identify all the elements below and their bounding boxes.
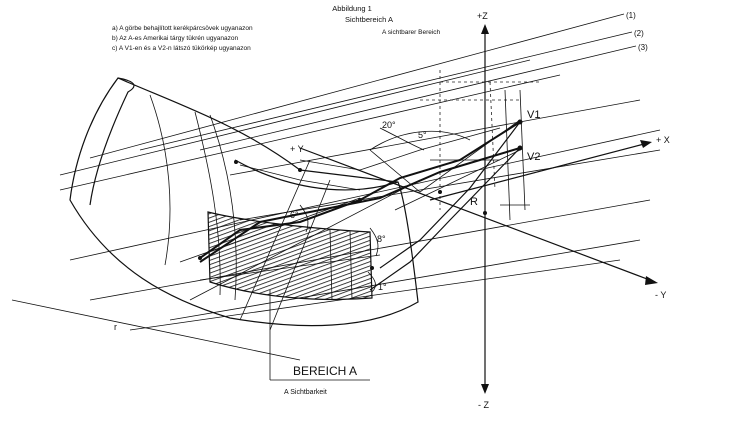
angle-label-6: 6° bbox=[290, 210, 299, 220]
z-axis-arrow-icon bbox=[481, 24, 489, 34]
dimension-label-r: r bbox=[114, 322, 117, 332]
y-axis-arrow-icon bbox=[645, 276, 658, 285]
reference-points bbox=[198, 119, 523, 270]
axis-label-z-neg: - Z bbox=[478, 400, 489, 410]
region-label: BEREICH A bbox=[293, 364, 357, 378]
axis-label-y-neg: - Y bbox=[655, 290, 666, 300]
coordinate-axes bbox=[299, 24, 658, 394]
sight-lines bbox=[11, 13, 661, 361]
line-label-2: (2) bbox=[634, 29, 644, 38]
angle-label-1: 1° bbox=[378, 282, 387, 292]
axis-label-x-pos: + X bbox=[656, 135, 670, 145]
x-axis-arrow-icon bbox=[640, 140, 652, 148]
figure-subtitle: Sichtbereich A bbox=[345, 15, 393, 24]
figure-title: Abbildung 1 bbox=[332, 4, 372, 13]
angle-label-5: 5° bbox=[418, 130, 427, 140]
region-caption: A Sichtbarkeit bbox=[284, 389, 327, 396]
origin-r-dot bbox=[483, 211, 487, 215]
legend-note: A sichtbarer Bereich bbox=[382, 29, 441, 36]
x-axis bbox=[429, 142, 649, 201]
line-label-3: (3) bbox=[638, 43, 648, 52]
line-label-1: (1) bbox=[626, 11, 636, 20]
note-a: a) A görbe behajlított kerékpárcsövek ug… bbox=[112, 25, 253, 32]
note-b: b) Az A-es Amerikai tárgy tükrén ugyanaz… bbox=[112, 35, 238, 42]
hatched-region bbox=[207, 211, 373, 301]
label-v2: V2 bbox=[527, 151, 540, 163]
note-c: c) A V1-en és a V2-n látszó tükörkép ugy… bbox=[112, 45, 251, 52]
axis-label-z-pos: +Z bbox=[477, 11, 488, 21]
region-callout bbox=[269, 290, 370, 381]
label-v1: V1 bbox=[527, 109, 540, 121]
y-axis bbox=[299, 147, 656, 283]
angle-label-8: 8° bbox=[377, 234, 386, 244]
axis-label-y-pos: + Y bbox=[290, 144, 304, 154]
viewpoint-v1-dot bbox=[517, 119, 523, 125]
label-r: R bbox=[470, 196, 478, 208]
angle-arcs bbox=[299, 127, 425, 293]
angle-label-20: 20° bbox=[382, 120, 396, 130]
viewpoint-v2-dot bbox=[517, 145, 523, 151]
construction-lines bbox=[369, 70, 540, 221]
